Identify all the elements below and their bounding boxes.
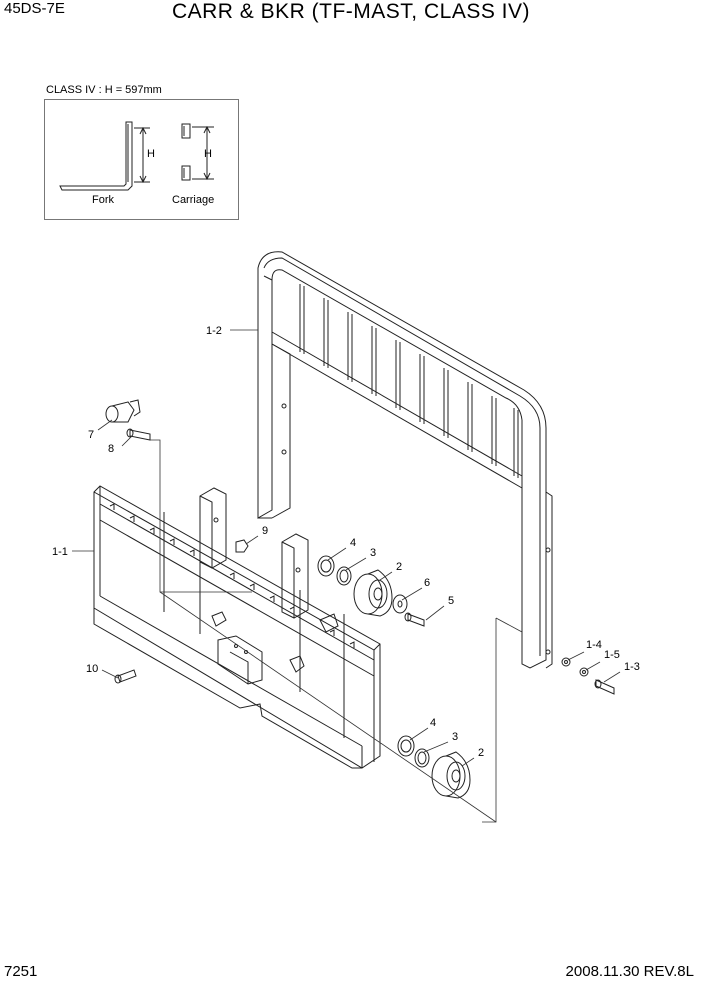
callout-1-1: 1-1 xyxy=(52,546,68,558)
nut-part-9 xyxy=(235,539,249,553)
leader-lines xyxy=(72,329,621,823)
class-inset-box xyxy=(44,99,239,220)
callout-1-2: 1-2 xyxy=(206,325,222,337)
page-title: CARR & BKR (TF-MAST, CLASS IV) xyxy=(171,0,531,23)
callout-3-lower: 3 xyxy=(452,731,458,743)
stopper-pin-part-7 xyxy=(105,399,141,423)
callout-1-3: 1-3 xyxy=(624,661,640,673)
washer-part-3-lower xyxy=(414,748,430,768)
callout-7: 7 xyxy=(88,429,94,441)
callout-1-4: 1-4 xyxy=(586,639,602,651)
callout-8: 8 xyxy=(108,443,114,455)
callout-2-upper: 2 xyxy=(396,561,402,573)
callout-5: 5 xyxy=(448,595,454,607)
callout-9: 9 xyxy=(262,525,268,537)
inset-carriage-label: Carriage xyxy=(172,194,215,206)
callout-6: 6 xyxy=(424,577,430,589)
callout-3-upper: 3 xyxy=(370,547,376,559)
bolt-part-5 xyxy=(404,612,425,627)
page-number: 7251 xyxy=(4,963,38,980)
bolt-part-1-3 xyxy=(594,679,615,695)
washer-part-3-upper xyxy=(336,566,352,586)
bolt-part-10 xyxy=(114,669,137,684)
callout-1-5: 1-5 xyxy=(604,649,620,661)
inset-fork-drawing xyxy=(59,121,150,191)
shim-part-4-upper xyxy=(317,555,335,577)
washer-part-1-5 xyxy=(579,667,589,677)
inset-carriage-h-label: H xyxy=(204,148,212,160)
bolt-part-8 xyxy=(126,428,151,441)
shim-part-4-lower xyxy=(397,735,415,757)
inset-carriage-drawing xyxy=(181,123,214,181)
callout-4-lower: 4 xyxy=(430,717,436,729)
roller-part-2-lower xyxy=(431,751,471,799)
washer-part-6 xyxy=(392,594,408,614)
callout-4-upper: 4 xyxy=(350,537,356,549)
roller-part-2-upper xyxy=(353,569,393,617)
callout-10: 10 xyxy=(86,663,98,675)
carriage-frame xyxy=(93,485,381,769)
washer-part-1-4 xyxy=(561,657,571,667)
inset-fork-label: Fork xyxy=(92,194,114,206)
model-number: 45DS-7E xyxy=(4,0,65,17)
inset-fork-h-label: H xyxy=(147,148,155,160)
revision-date: 2008.11.30 REV.8L xyxy=(565,963,694,980)
inset-caption: CLASS IV : H = 597mm xyxy=(46,84,162,96)
callout-2-lower: 2 xyxy=(478,747,484,759)
backrest-frame xyxy=(257,251,553,669)
